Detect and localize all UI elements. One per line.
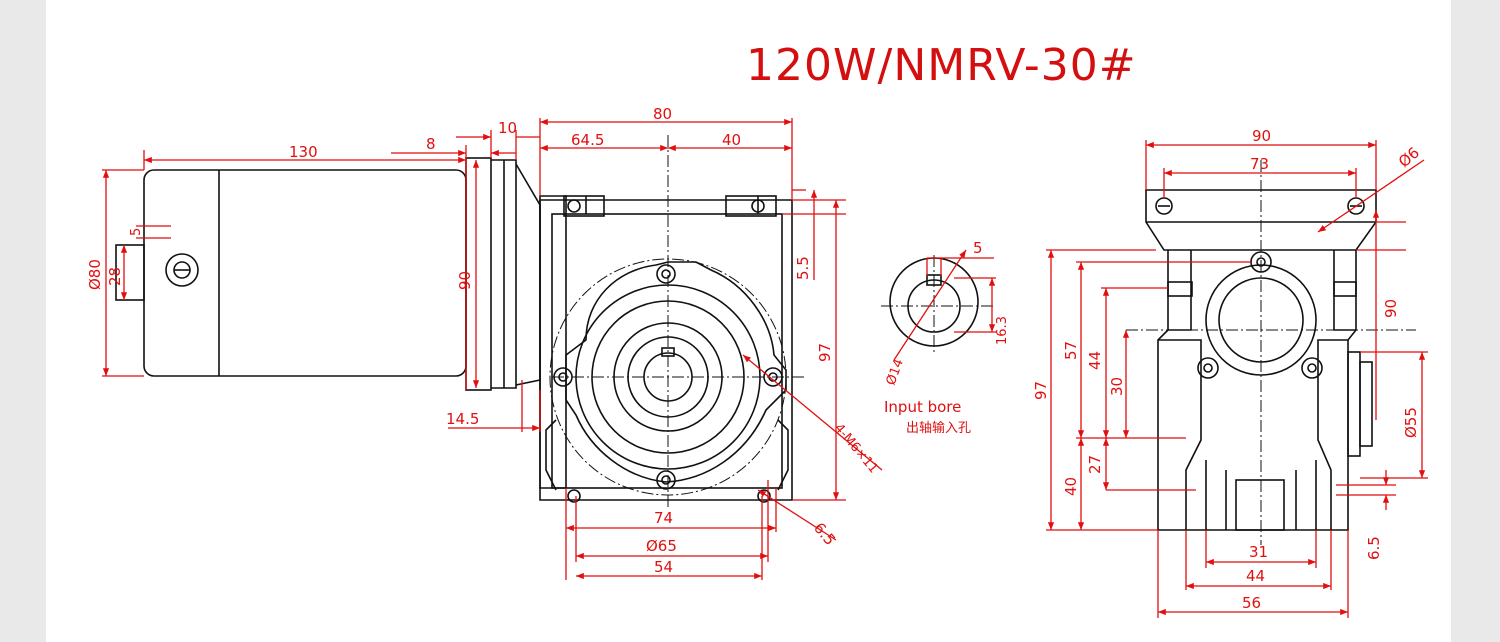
gearbox-input-flange — [539, 195, 567, 489]
gearbox-housing-outline — [539, 199, 793, 501]
dim-90-right: 90 — [1382, 299, 1400, 318]
dim-31: 31 — [1249, 543, 1268, 561]
flange-hole-top-inner — [661, 269, 671, 279]
dim-6-5-front: 6.5 — [810, 519, 839, 549]
dim-8: 8 — [426, 135, 436, 153]
side-left-slot — [1167, 281, 1193, 297]
dim-44-v: 44 — [1086, 351, 1104, 370]
output-flange-outline — [565, 261, 787, 483]
dim-90-motor: 90 — [456, 271, 474, 290]
dim-44-h: 44 — [1246, 567, 1265, 585]
dim-5-motor: 5 — [129, 228, 144, 236]
front-bolt-tl — [567, 199, 581, 213]
motor-rear-terminal — [115, 244, 145, 301]
side-hole-right — [1301, 357, 1323, 379]
side-housing-outline — [1157, 250, 1357, 531]
drawing-sheet: 120W/NMRV-30# — [46, 0, 1451, 642]
dim-64-5: 64.5 — [571, 131, 604, 149]
dim-30: 30 — [1108, 377, 1126, 396]
side-right-slot — [1333, 281, 1357, 297]
dim-97-front: 97 — [816, 343, 834, 362]
dim-97-side: 97 — [1032, 381, 1050, 400]
side-hole-left — [1197, 357, 1219, 379]
motor-side-view — [115, 157, 541, 391]
flange-hole-bottom-inner — [661, 475, 671, 485]
motor-body — [143, 169, 467, 377]
front-bolt-bl — [567, 489, 581, 503]
dim-phi65: Ø65 — [646, 537, 677, 555]
dimension-lines — [102, 118, 1428, 618]
side-left-wall — [1158, 339, 1202, 530]
dim-5-5: 5.5 — [794, 256, 812, 280]
gearbox-front-view — [539, 135, 806, 510]
input-bore-label-cn: 出轴输入孔 — [906, 420, 971, 436]
dim-16-3: 16.3 — [995, 316, 1010, 345]
side-output-shaft — [1359, 361, 1373, 447]
side-bottom-pad — [1235, 479, 1285, 531]
side-output-boss — [1347, 351, 1361, 457]
gearbox-inner-frame — [551, 213, 783, 489]
dim-90-side: 90 — [1252, 127, 1271, 145]
dim-40-side: 40 — [1062, 477, 1080, 496]
side-right-wall — [1317, 339, 1348, 530]
flange-hole-top — [656, 264, 676, 284]
dim-phi55: Ø55 — [1402, 407, 1420, 438]
dim-57: 57 — [1062, 341, 1080, 360]
dim-phi14: Ø14 — [884, 357, 907, 387]
flange-hole-bottom — [656, 470, 676, 490]
dim-10: 10 — [498, 119, 517, 137]
top-right-boss — [725, 195, 777, 217]
input-bore-detail — [881, 255, 996, 355]
dim-74: 74 — [654, 509, 673, 527]
gearbox-side-view — [1126, 160, 1416, 545]
side-hole-left-inner — [1203, 363, 1213, 373]
dim-54: 54 — [654, 558, 673, 576]
technical-drawing: 130 8 10 80 64.5 40 Ø80 28 5 90 14.5 5.5… — [86, 105, 1428, 618]
dim-phi6: Ø6 — [1395, 144, 1423, 172]
dim-80: 80 — [653, 105, 672, 123]
motor-screw — [165, 253, 199, 287]
dim-6-5-side: 6.5 — [1365, 536, 1383, 560]
dim-27: 27 — [1086, 455, 1104, 474]
dim-28: 28 — [106, 267, 124, 286]
gearbox-right-foot — [777, 419, 789, 491]
dim-phi80: Ø80 — [86, 259, 104, 290]
dim-5-bore: 5 — [973, 239, 983, 257]
dim-56: 56 — [1242, 594, 1261, 612]
gearbox-top-lugs — [585, 196, 759, 214]
dim-73: 73 — [1250, 155, 1269, 173]
input-bore-label: Input bore — [884, 398, 961, 416]
dim-4-m6: 4-M6×11 — [831, 421, 881, 477]
side-hole-right-inner — [1307, 363, 1317, 373]
dim-40-top: 40 — [722, 131, 741, 149]
side-bottom-ribs — [1205, 460, 1317, 530]
adapter-taper — [515, 163, 541, 386]
dim-14-5: 14.5 — [446, 410, 479, 428]
page-title: 120W/NMRV-30# — [746, 40, 1137, 91]
dim-130: 130 — [289, 143, 318, 161]
front-bolt-tr — [751, 199, 765, 213]
top-left-boss — [563, 195, 605, 217]
gearbox-left-foot — [545, 419, 557, 491]
